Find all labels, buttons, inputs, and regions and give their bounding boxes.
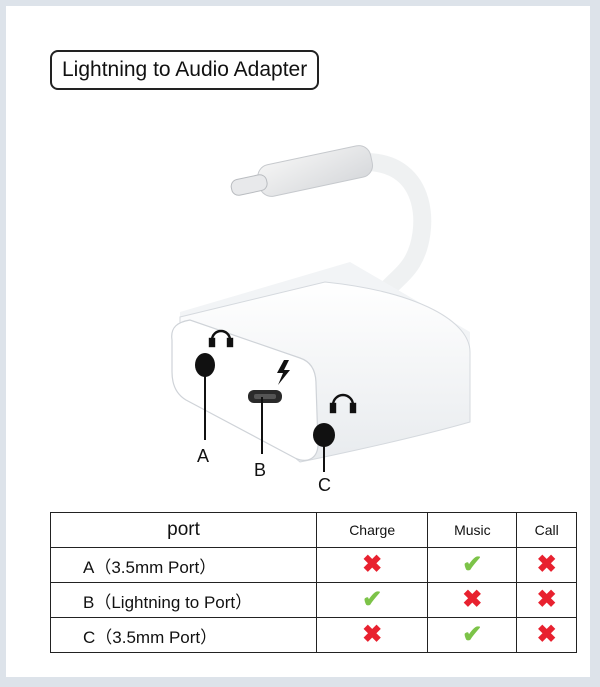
check-icon: ✔ [362,586,383,613]
header-port: port [50,512,317,548]
adapter-body [171,262,471,463]
cross-icon: ✖ [362,621,383,648]
headphone-icon [329,393,357,414]
callout-label-c: C [318,475,331,495]
cross-icon: ✖ [536,586,557,613]
check-icon: ✔ [462,551,483,578]
cross-icon: ✖ [536,551,557,578]
header-charge: Charge [315,512,429,548]
cross-icon: ✖ [536,621,557,648]
port-function-table: port Charge Music Call A（3.5mm Port） ✖ ✔… [50,512,577,653]
table-row: C（3.5mm Port） ✖ ✔ ✖ [50,617,577,653]
page-title: Lightning to Audio Adapter [50,50,320,90]
header-call: Call [516,512,577,548]
table-row: A（3.5mm Port） ✖ ✔ ✖ [50,547,577,583]
header-music: Music [427,512,518,548]
adapter-illustration [171,145,471,472]
lightning-plug [230,145,374,197]
callout-label-b: B [254,460,267,480]
table-header-row: port Charge Music Call [50,512,577,548]
lightning-bolt-icon [277,360,290,385]
headphone-icon [208,329,234,348]
row-port-name: A（3.5mm Port） [50,547,317,583]
row-port-name: B（Lightning to Port） [50,582,317,618]
table-row: B（Lightning to Port） ✔ ✖ ✖ [50,582,577,618]
cross-icon: ✖ [462,586,483,613]
row-port-name: C（3.5mm Port） [50,617,317,653]
check-icon: ✔ [462,621,483,648]
cross-icon: ✖ [362,551,383,578]
callout-label-a: A [197,446,210,466]
